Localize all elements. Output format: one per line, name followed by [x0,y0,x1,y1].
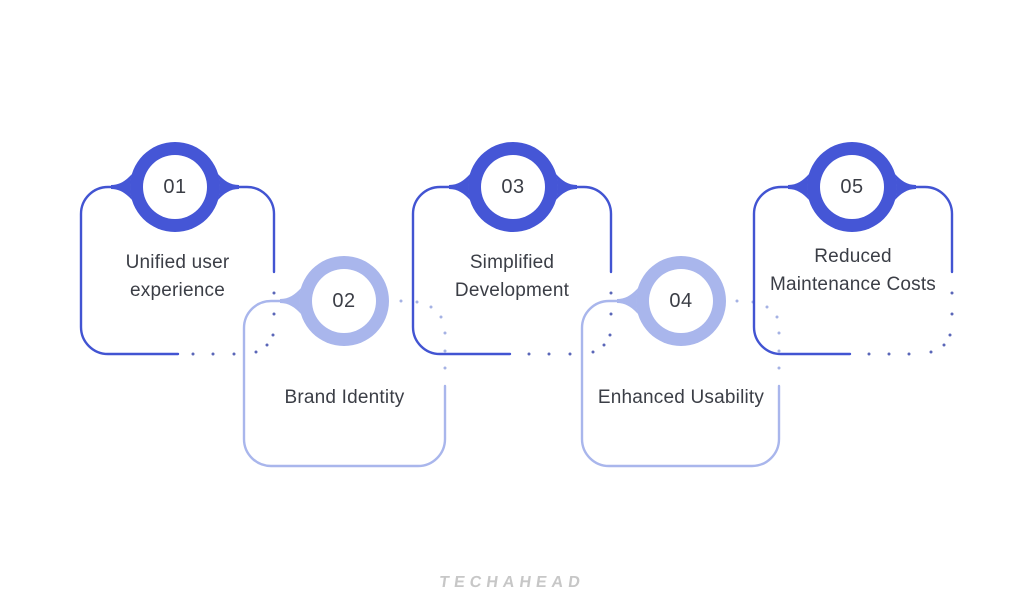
step-4-outline [580,299,781,468]
step-3-dotted-trail [527,291,613,356]
step-1-label: Unified user experience [80,249,275,305]
step-2-outline [242,299,447,468]
step-5-outline-right [913,185,954,274]
step-2-dotted-trail [399,299,447,370]
step-3-label-line-2: Development [454,280,570,301]
step-2-number: 02 [332,290,356,312]
step-1-card [79,185,276,356]
step-5-outline-left [752,185,852,356]
step-5-dotted-trail [867,291,954,356]
step-3-badge [449,142,577,232]
step-3-outline-left [411,185,512,356]
step-4-number: 04 [669,290,693,312]
step-2-badge [280,256,389,346]
step-3-card [411,185,613,356]
step-3-number: 03 [501,176,525,198]
step-5-label-line-1: Reduced [814,246,892,267]
step-5-badge [788,142,916,232]
step-1-label-line-2: experience [130,280,225,301]
step-1-outline-right [236,185,276,274]
step-1-badge [111,142,239,232]
step-3-outline-right [574,185,613,274]
step-4-dotted-trail [735,299,781,370]
step-2-card [242,299,447,468]
step-2-label: Brand Identity [243,384,446,412]
step-5-card [752,185,954,356]
step-4-badge [617,256,726,346]
step-1-outline-left [79,185,180,356]
step-3-label: Simplified Development [412,249,612,305]
step-1-dotted-trail [191,291,276,356]
step-4-card [580,299,781,468]
step-1-label-line-1: Unified user [125,252,230,273]
step-5-label: Reduced Maintenance Costs [751,243,955,299]
step-5-number: 05 [840,176,864,198]
step-4-label: Enhanced Usability [582,384,780,412]
step-4-label-line-1: Enhanced Usability [597,387,765,408]
step-3-label-line-1: Simplified [469,252,555,273]
step-2-label-line-1: Brand Identity [284,387,405,408]
step-1-number: 01 [163,176,187,198]
brand-logo: TECHAHEAD [438,574,586,591]
step-5-label-line-2: Maintenance Costs [769,274,937,295]
